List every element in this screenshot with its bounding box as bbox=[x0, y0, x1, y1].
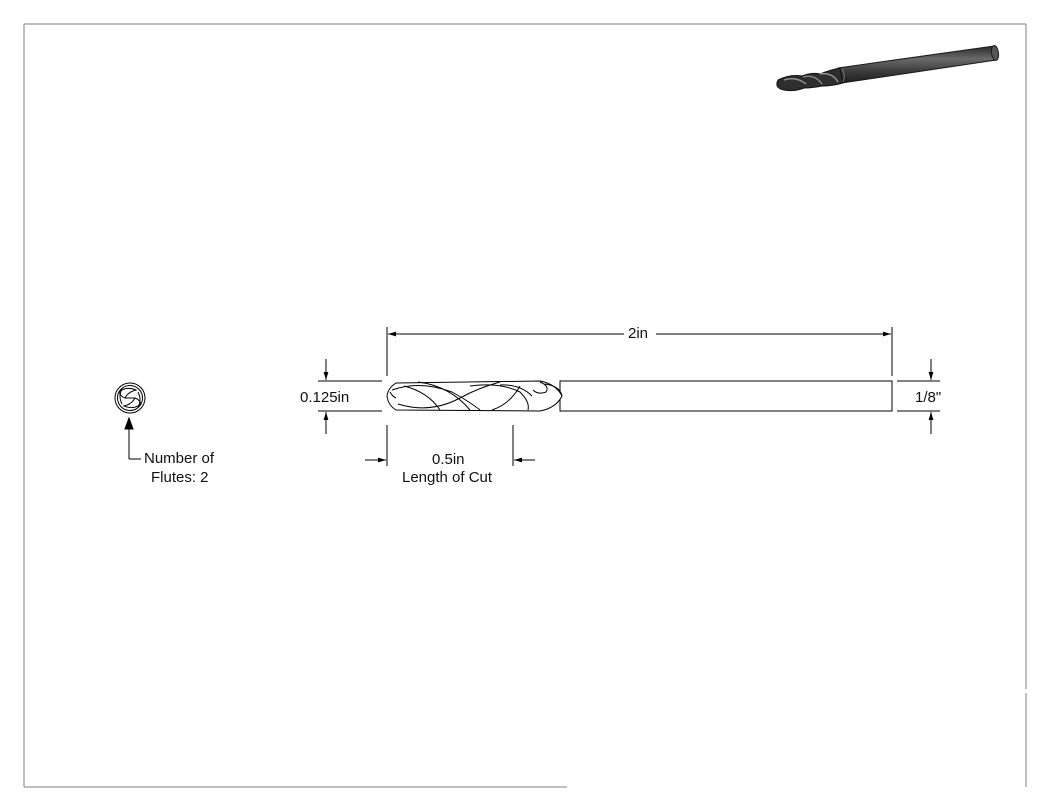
dimension-overall-length bbox=[386, 327, 893, 376]
sheet-border bbox=[23, 23, 1027, 788]
dimension-diameter bbox=[318, 359, 382, 434]
flutes-leader bbox=[124, 416, 141, 460]
end-view-flutes-icon bbox=[114, 382, 146, 414]
length-of-cut-label: Length of Cut bbox=[402, 469, 493, 486]
end-mill-side-view bbox=[386, 380, 893, 412]
length-of-cut-value: 0.5in bbox=[432, 451, 465, 468]
flutes-callout-line2: Flutes: 2 bbox=[151, 469, 209, 486]
diameter-label: 0.125in bbox=[300, 389, 350, 407]
overall-length-label: 2in bbox=[628, 325, 649, 343]
flutes-callout-line1: Number of bbox=[144, 450, 215, 467]
dimension-length-of-cut bbox=[365, 425, 535, 466]
end-mill-isometric-icon bbox=[776, 45, 1000, 92]
shank-diameter-label: 1/8" bbox=[915, 389, 942, 407]
dimension-shank-diameter bbox=[897, 359, 940, 434]
